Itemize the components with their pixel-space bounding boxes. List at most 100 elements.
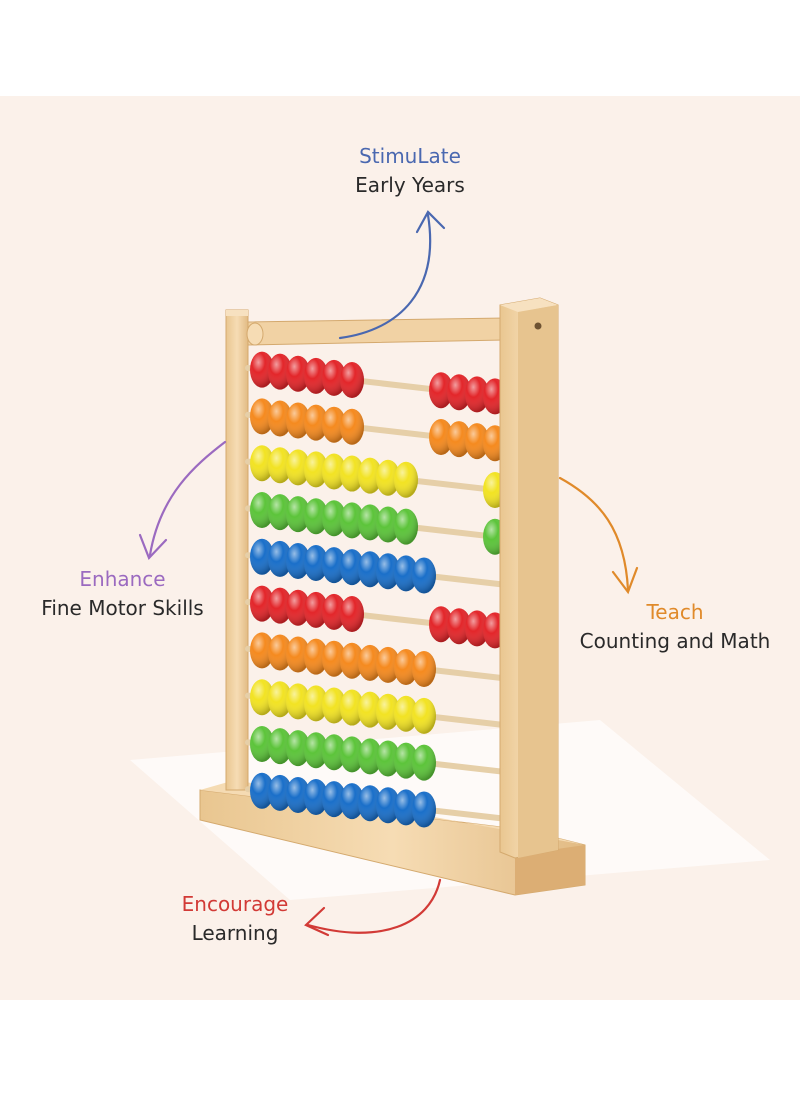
abacus-bead[interactable] — [322, 359, 346, 396]
abacus-bead[interactable] — [412, 791, 436, 828]
abacus-bead[interactable] — [340, 783, 364, 820]
abacus-bead[interactable] — [304, 638, 328, 675]
abacus-bead[interactable] — [286, 589, 310, 626]
abacus-bead[interactable] — [322, 640, 346, 677]
abacus-bead[interactable] — [286, 355, 310, 392]
abacus-bead[interactable] — [268, 587, 292, 624]
abacus-bead[interactable] — [376, 787, 400, 824]
abacus-bead[interactable] — [394, 555, 418, 592]
abacus-bead[interactable] — [304, 779, 328, 816]
abacus-bead[interactable] — [268, 634, 292, 671]
abacus-bead[interactable] — [286, 730, 310, 767]
abacus-bead[interactable] — [376, 553, 400, 590]
abacus-bead[interactable] — [268, 681, 292, 718]
abacus-bead[interactable] — [340, 502, 364, 539]
abacus-bead[interactable] — [286, 402, 310, 439]
abacus-bead[interactable] — [358, 644, 382, 681]
abacus-bead[interactable] — [286, 636, 310, 673]
abacus-bead[interactable] — [429, 372, 453, 409]
abacus-bead[interactable] — [358, 738, 382, 775]
abacus-bead[interactable] — [250, 538, 274, 575]
abacus-bead[interactable] — [358, 504, 382, 541]
abacus-bead[interactable] — [358, 785, 382, 822]
abacus-bead[interactable] — [340, 361, 364, 398]
abacus-bead[interactable] — [250, 351, 274, 388]
abacus-bead[interactable] — [376, 693, 400, 730]
abacus-bead[interactable] — [412, 557, 436, 594]
abacus-bead[interactable] — [250, 679, 274, 716]
abacus-bead[interactable] — [340, 595, 364, 632]
abacus-bead[interactable] — [447, 421, 471, 458]
abacus-bead[interactable] — [412, 651, 436, 688]
abacus-bead[interactable] — [394, 742, 418, 779]
abacus-bead[interactable] — [304, 685, 328, 722]
abacus-bead[interactable] — [376, 646, 400, 683]
abacus-bead[interactable] — [286, 449, 310, 486]
abacus-bead[interactable] — [376, 459, 400, 496]
abacus-bead[interactable] — [250, 632, 274, 669]
abacus-bead[interactable] — [376, 740, 400, 777]
abacus-bead[interactable] — [394, 789, 418, 826]
abacus-bead[interactable] — [358, 691, 382, 728]
teach-label: Teach Counting and Math — [560, 598, 790, 656]
abacus-bead[interactable] — [447, 608, 471, 645]
abacus-bead[interactable] — [268, 400, 292, 437]
abacus-bead[interactable] — [268, 774, 292, 811]
abacus-bead[interactable] — [394, 508, 418, 545]
abacus-bead[interactable] — [304, 545, 328, 582]
enhance-text: Fine Motor Skills — [41, 596, 204, 620]
abacus-bead[interactable] — [322, 500, 346, 537]
abacus-bead[interactable] — [322, 593, 346, 630]
abacus-bead[interactable] — [465, 423, 489, 460]
abacus-bead[interactable] — [286, 496, 310, 533]
abacus-bead[interactable] — [250, 445, 274, 482]
abacus-bead[interactable] — [268, 540, 292, 577]
enhance-label: Enhance Fine Motor Skills — [20, 565, 225, 623]
abacus-bead[interactable] — [447, 374, 471, 411]
abacus-bead[interactable] — [286, 776, 310, 813]
stimulate-text: Early Years — [355, 173, 465, 197]
abacus-bead[interactable] — [465, 610, 489, 647]
abacus-bead[interactable] — [250, 726, 274, 763]
abacus-bead[interactable] — [376, 506, 400, 543]
abacus-bead[interactable] — [394, 695, 418, 732]
abacus-bead[interactable] — [268, 494, 292, 531]
abacus-bead[interactable] — [268, 447, 292, 484]
abacus-bead[interactable] — [268, 728, 292, 765]
abacus-bead[interactable] — [250, 772, 274, 809]
abacus-bead[interactable] — [304, 451, 328, 488]
abacus-bead[interactable] — [340, 736, 364, 773]
abacus-bead[interactable] — [304, 498, 328, 535]
abacus-bead[interactable] — [304, 732, 328, 769]
abacus-bead[interactable] — [340, 455, 364, 492]
abacus-bead[interactable] — [465, 376, 489, 413]
abacus-bead[interactable] — [304, 591, 328, 628]
abacus-bead[interactable] — [340, 642, 364, 679]
abacus-bead[interactable] — [394, 461, 418, 498]
abacus-bead[interactable] — [412, 744, 436, 781]
abacus-bead[interactable] — [304, 404, 328, 441]
abacus-bead[interactable] — [429, 606, 453, 643]
abacus-bead[interactable] — [250, 492, 274, 529]
abacus-bead[interactable] — [322, 453, 346, 490]
abacus-bead[interactable] — [412, 697, 436, 734]
abacus-bead[interactable] — [286, 542, 310, 579]
abacus-bead[interactable] — [358, 551, 382, 588]
abacus-bead[interactable] — [322, 547, 346, 584]
abacus-bead[interactable] — [322, 781, 346, 818]
abacus-bead[interactable] — [250, 398, 274, 435]
abacus-bead[interactable] — [429, 418, 453, 455]
abacus-bead[interactable] — [268, 353, 292, 390]
abacus-bead[interactable] — [286, 683, 310, 720]
abacus-bead[interactable] — [322, 687, 346, 724]
abacus-bead[interactable] — [394, 648, 418, 685]
stimulate-label: StimuLate Early Years — [335, 142, 485, 200]
abacus-bead[interactable] — [358, 457, 382, 494]
abacus-bead[interactable] — [340, 689, 364, 726]
abacus-bead[interactable] — [322, 734, 346, 771]
abacus-bead[interactable] — [250, 585, 274, 622]
abacus-bead[interactable] — [340, 408, 364, 445]
abacus-bead[interactable] — [322, 406, 346, 443]
abacus-bead[interactable] — [304, 357, 328, 394]
abacus-bead[interactable] — [340, 549, 364, 586]
